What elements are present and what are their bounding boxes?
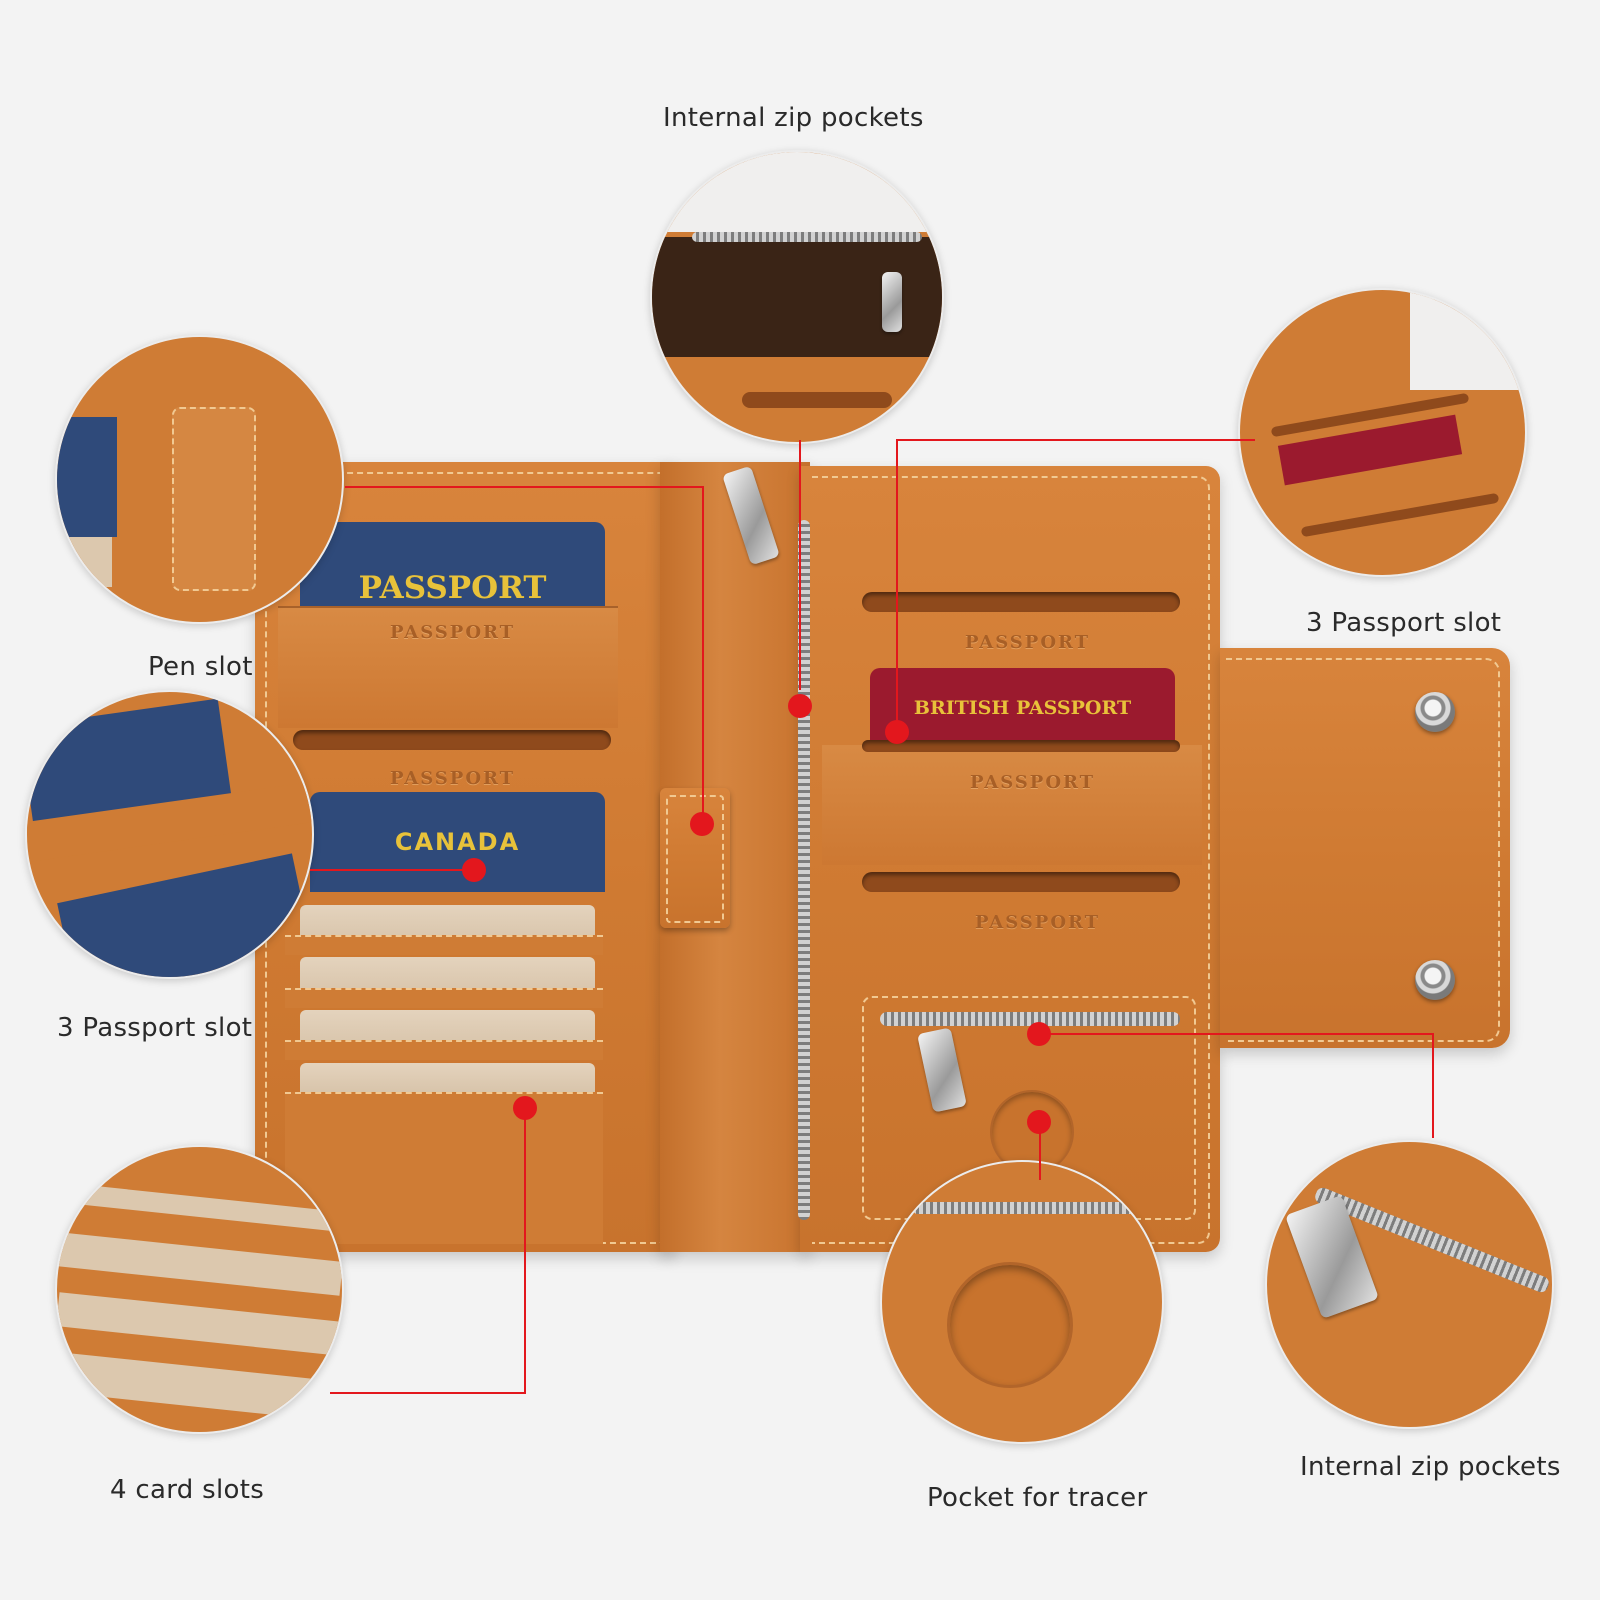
zoom-top-zip-bg xyxy=(652,152,942,232)
zoom-left-passport xyxy=(25,690,314,979)
zoom-pen-passport xyxy=(57,417,117,537)
marker-bottom-zip xyxy=(1027,1022,1051,1046)
closure-flap xyxy=(1220,648,1510,1048)
passport-canada: CANADA xyxy=(310,792,605,892)
zoom-card-2 xyxy=(57,1232,342,1296)
label-pen-slot: Pen slot xyxy=(148,652,253,682)
passport-blue-top: PASSPORT xyxy=(300,522,605,612)
emboss-left-1: PASSPORT xyxy=(390,622,516,643)
label-tracer: Pocket for tracer xyxy=(927,1483,1148,1513)
marker-pen-slot xyxy=(690,812,714,836)
snap-button-top xyxy=(1415,692,1455,732)
marker-tracer xyxy=(1027,1110,1051,1134)
zoom-left-passport-2 xyxy=(57,853,312,977)
passport-blue-top-label: PASSPORT xyxy=(358,570,547,606)
right-passport-slot-3[interactable] xyxy=(862,872,1180,892)
right-passport-slot-1[interactable] xyxy=(862,592,1180,612)
emboss-right-2: PASSPORT xyxy=(970,772,1096,793)
zoom-tracer-circle xyxy=(947,1262,1073,1388)
zoom-top-zip-slots xyxy=(742,392,892,408)
zoom-bottom-zip-pocket xyxy=(1265,1140,1554,1429)
zoom-right-slot-2 xyxy=(1300,492,1500,538)
card-lip-3[interactable] xyxy=(285,1040,603,1060)
passport-canada-label: CANADA xyxy=(394,828,521,856)
right-middle-pocket xyxy=(822,745,1202,865)
left-passport-slot-2[interactable] xyxy=(293,730,611,750)
card-lip-1[interactable] xyxy=(285,935,603,955)
zoom-top-zip-pull-icon xyxy=(882,272,902,332)
marker-left-passport xyxy=(462,858,486,882)
snap-button-bottom xyxy=(1415,960,1455,1000)
zoom-card-slots xyxy=(55,1145,344,1434)
zoom-card-4 xyxy=(57,1352,342,1422)
zoom-right-passport xyxy=(1238,288,1527,577)
card-lip-2[interactable] xyxy=(285,988,603,1008)
closure-flap-stitch xyxy=(1226,658,1500,1042)
emboss-right-1: PASSPORT xyxy=(965,632,1091,653)
label-right-passport: 3 Passport slot xyxy=(1306,608,1502,638)
zip-pocket-zipper[interactable] xyxy=(880,1012,1180,1026)
label-bottom-zip: Internal zip pockets xyxy=(1300,1452,1561,1482)
marker-card-slots xyxy=(513,1096,537,1120)
label-left-passport: 3 Passport slot xyxy=(57,1013,253,1043)
label-card-slots: 4 card slots xyxy=(110,1475,265,1505)
passport-british: BRITISH PASSPORT xyxy=(870,668,1175,748)
zoom-tracer-zip xyxy=(912,1202,1152,1214)
label-top-zip: Internal zip pockets xyxy=(663,103,924,133)
zoom-tracer-pocket xyxy=(880,1160,1164,1444)
zoom-card-3 xyxy=(57,1292,342,1356)
zoom-pen-loop xyxy=(172,407,256,591)
zoom-pen-slot xyxy=(55,335,344,624)
zoom-top-zip-teeth xyxy=(692,232,922,242)
marker-top-zip xyxy=(788,694,812,718)
zoom-right-bg xyxy=(1410,290,1525,390)
emboss-right-3: PASSPORT xyxy=(975,912,1101,933)
passport-british-label: BRITISH PASSPORT xyxy=(913,697,1132,719)
zoom-top-zip-pocket xyxy=(650,150,944,444)
right-passport-slot-2-rim[interactable] xyxy=(862,740,1180,752)
zoom-pen-card xyxy=(57,537,112,587)
marker-right-passport xyxy=(885,720,909,744)
spine-zipper[interactable] xyxy=(798,520,810,1220)
zoom-card-1 xyxy=(57,1182,342,1232)
emboss-left-2: PASSPORT xyxy=(390,768,516,789)
